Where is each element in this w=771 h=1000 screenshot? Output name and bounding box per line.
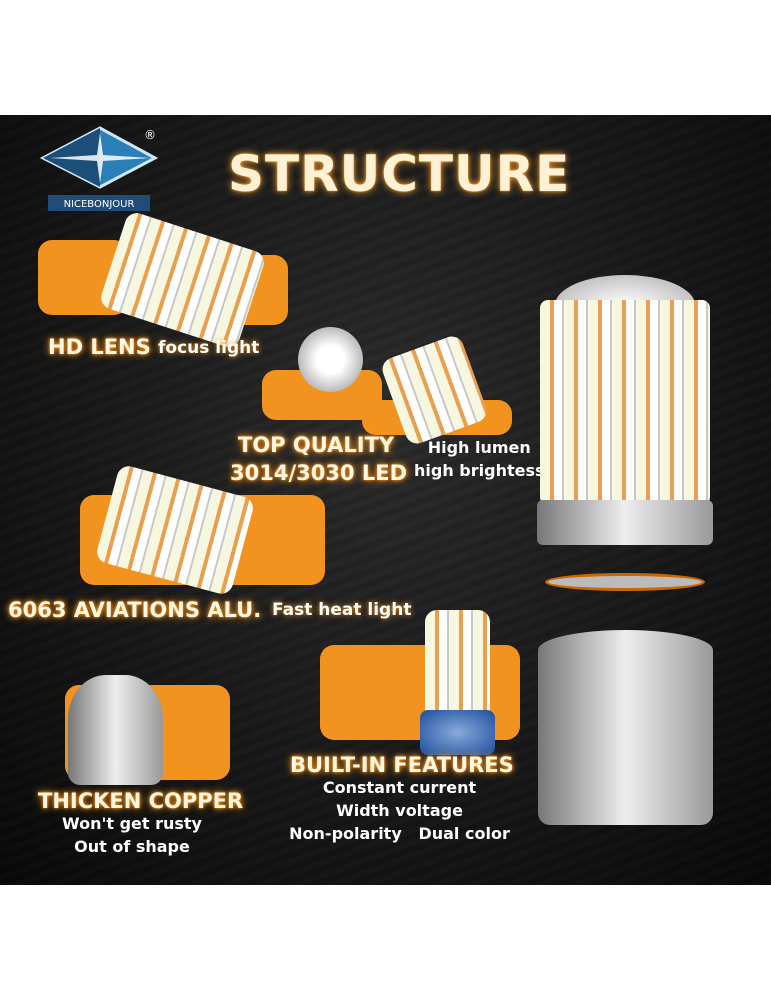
bulb-base-image <box>537 500 713 545</box>
bulb-image <box>540 300 710 505</box>
top-quality-heading: TOP QUALITY <box>238 433 395 457</box>
brand-logo: NICEBONJOUR ® <box>39 125 159 215</box>
detail-line: Non-polarity Dual color <box>289 824 510 843</box>
svg-text:®: ® <box>144 128 156 142</box>
aluminium-detail: Fast heat light <box>272 600 412 620</box>
detail-line: Out of shape <box>74 837 190 856</box>
detail-line: High lumen <box>427 438 531 457</box>
hd-lens-detail: focus light <box>158 338 260 358</box>
detail-line: Won't get rusty <box>62 814 202 833</box>
led-type-heading: 3014/3030 LED <box>230 461 408 485</box>
features-heading: BUILT-IN FEATURES <box>290 753 514 777</box>
bulb-image <box>98 210 267 350</box>
circuit-board-image <box>545 573 705 591</box>
product-poster: NICEBONJOUR ® STRUCTURE HD LENS focus li… <box>0 115 771 885</box>
top-quality-detail: High lumen high brightess <box>414 436 545 482</box>
brand-name: NICEBONJOUR <box>64 199 135 210</box>
hd-lens-heading: HD LENS <box>48 335 151 359</box>
detail-line: high brightess <box>414 461 545 480</box>
driver-chip-image <box>420 710 495 755</box>
detail-line: Constant current <box>322 778 477 797</box>
aluminium-heading: 6063 AVIATIONS ALU. <box>8 598 262 622</box>
copper-base-image <box>68 675 163 785</box>
copper-base-image <box>538 630 713 825</box>
lens-image <box>298 327 363 392</box>
detail-line: Width voltage <box>336 801 463 820</box>
bulb-image <box>425 610 490 720</box>
page-title: STRUCTURE <box>228 145 571 203</box>
copper-heading: THICKEN COPPER <box>38 789 244 813</box>
